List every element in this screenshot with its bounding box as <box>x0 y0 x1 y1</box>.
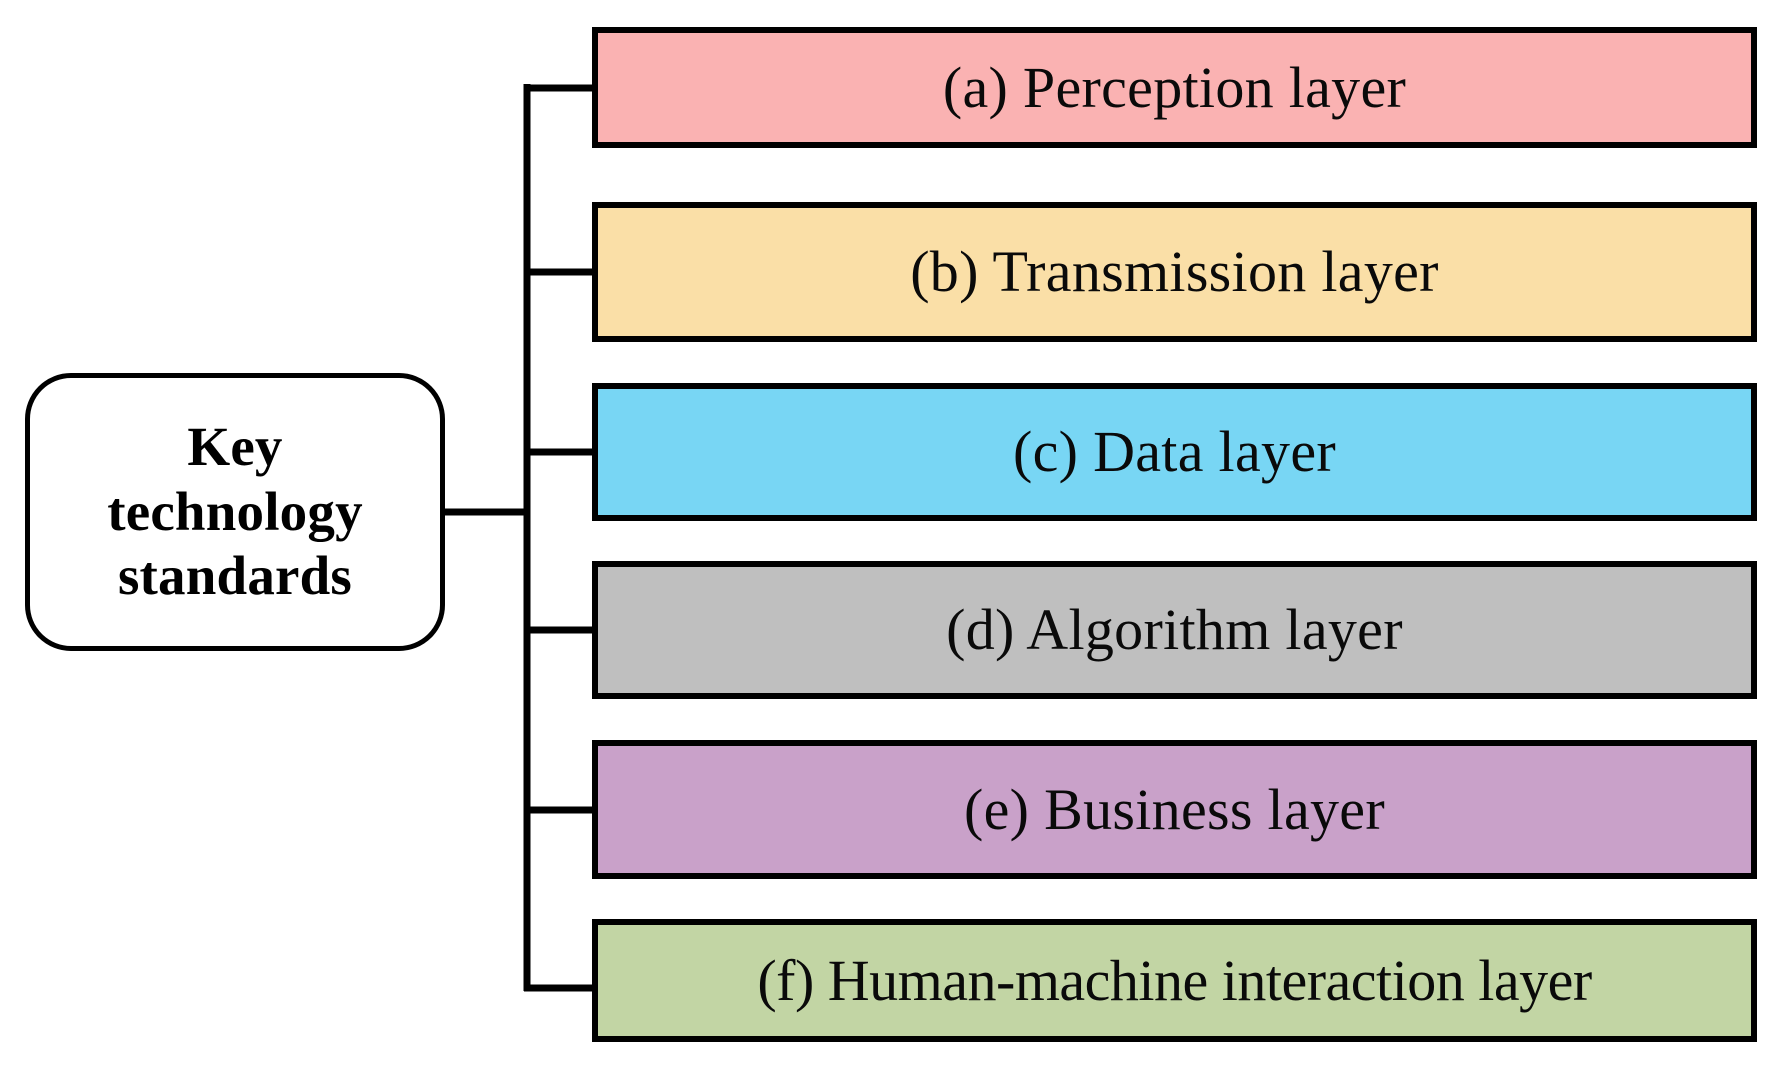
layer-label-data: (c) Data layer <box>1013 419 1336 484</box>
layer-box-transmission[interactable]: (b) Transmission layer <box>592 202 1757 342</box>
layer-box-business[interactable]: (e) Business layer <box>592 740 1757 879</box>
layer-box-data[interactable]: (c) Data layer <box>592 383 1757 521</box>
layer-label-transmission: (b) Transmission layer <box>910 239 1439 304</box>
layer-label-perception: (a) Perception layer <box>942 54 1407 120</box>
layer-box-perception[interactable]: (a) Perception layer <box>592 27 1757 148</box>
layer-label-algorithm: (d) Algorithm layer <box>946 597 1403 662</box>
layer-label-business: (e) Business layer <box>964 776 1385 842</box>
layer-label-human-machine-interaction: (f) Human-machine interaction layer <box>757 947 1592 1013</box>
root-node-key-technology-standards[interactable]: Key technology standards <box>25 373 445 651</box>
layer-box-human-machine-interaction[interactable]: (f) Human-machine interaction layer <box>592 919 1757 1042</box>
layer-box-algorithm[interactable]: (d) Algorithm layer <box>592 561 1757 699</box>
root-node-label: Key technology standards <box>107 415 363 607</box>
